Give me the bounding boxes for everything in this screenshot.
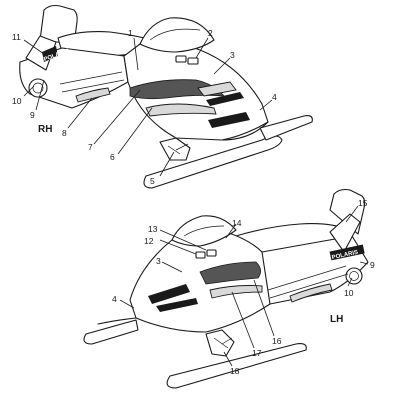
- side-label-rh: RH: [38, 124, 52, 135]
- rh-callouts: 1 2 3 4 5 6 7 8 9 10 11: [12, 28, 277, 186]
- callout-rh-2: 2: [208, 28, 213, 38]
- brand-decal-lh-plate: [329, 244, 365, 261]
- lh-snowmobile: POLARIS: [83, 188, 369, 389]
- callout-lh-14: 14: [232, 218, 242, 228]
- callout-rh-11: 11: [12, 32, 21, 42]
- callout-rh-10: 10: [12, 96, 22, 106]
- callout-lh-17: 17: [252, 348, 262, 358]
- callout-rh-6: 6: [110, 152, 115, 162]
- callout-lh-12: 12: [144, 236, 154, 246]
- callout-rh-7: 7: [88, 142, 93, 152]
- callout-rh-1: 1: [128, 28, 133, 38]
- callout-rh-8: 8: [62, 128, 67, 138]
- callout-lh-16: 16: [272, 336, 282, 346]
- rear-decal-rh: [42, 46, 58, 62]
- callout-lh-18: 18: [230, 366, 240, 376]
- callout-lh-3: 3: [156, 256, 161, 266]
- callout-rh-5: 5: [150, 176, 155, 186]
- callout-rh-4: 4: [272, 92, 277, 102]
- side-label-lh: LH: [330, 314, 343, 325]
- lh-leaders: [119, 205, 369, 367]
- callout-lh-10: 10: [344, 288, 354, 298]
- callout-rh-3: 3: [230, 50, 235, 60]
- callout-lh-4: 4: [112, 294, 117, 304]
- callout-lh-9: 9: [370, 260, 375, 270]
- lh-callouts: 12 13 14 3 4 15 9 10 16 17 18: [112, 198, 375, 376]
- callout-lh-13: 13: [148, 224, 158, 234]
- callout-rh-9: 9: [30, 110, 35, 120]
- rh-leaders: [23, 37, 273, 177]
- brand-decal-lh: POLARIS: [331, 250, 358, 261]
- callout-lh-15: 15: [358, 198, 368, 208]
- rh-snowmobile: [19, 4, 313, 189]
